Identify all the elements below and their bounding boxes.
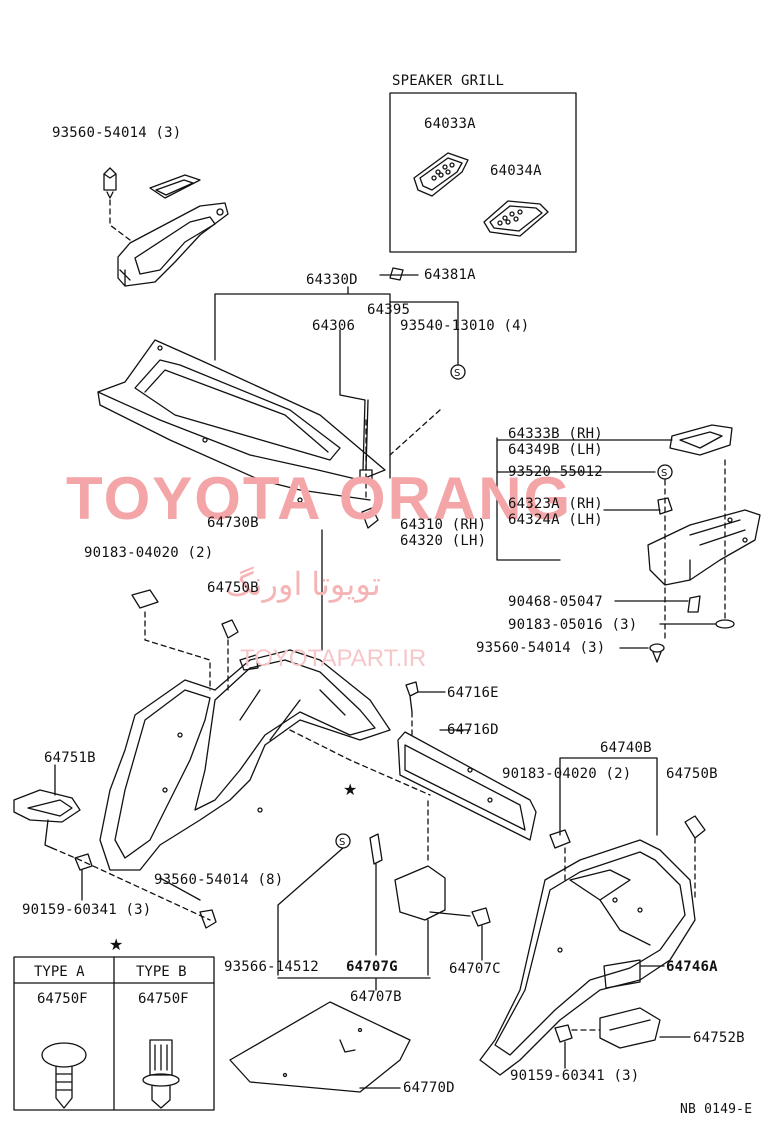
part-label: 90183-05016 (3) <box>508 617 638 633</box>
part-label-64033a: 64033A <box>424 116 476 132</box>
part-label: 64752B <box>693 1030 745 1046</box>
type-a-header: TYPE A <box>34 964 85 980</box>
bracket-64751b <box>13 789 81 849</box>
part-label: 64381A <box>424 267 476 283</box>
part-label: 64716E <box>447 685 499 701</box>
part-label: 64707C <box>449 961 501 977</box>
part-label: 64707G <box>346 959 398 975</box>
footer-code: NB 0149-E <box>680 1102 753 1117</box>
part-label: 93560-54014 (3) <box>476 640 606 656</box>
type-b-part: 64750F <box>138 991 189 1007</box>
part-label: 64716D <box>447 722 499 738</box>
watermark-main: TOYOTA ORANG <box>66 465 573 532</box>
part-label: 64746A <box>666 959 718 975</box>
part-label: 64750B <box>207 580 259 596</box>
panel-64716d <box>397 731 537 841</box>
fastener-type-b <box>142 1039 180 1109</box>
svg-text:S: S <box>661 468 667 479</box>
part-label: 64395 <box>367 302 411 318</box>
part-label: 90183-04020 (2) <box>502 766 632 782</box>
part-label: 64751B <box>44 750 96 766</box>
watermark-url: TOYOTAPART.IR <box>240 645 427 672</box>
part-label: 93566-14512 <box>224 959 319 975</box>
trim-64740b <box>479 839 696 1076</box>
part-label: 64707B <box>350 989 402 1005</box>
speaker-grill-64033a <box>413 152 469 197</box>
part-label: 90468-05047 <box>508 594 603 610</box>
part-label: 64323A (RH) <box>508 496 603 512</box>
part-label: 64330D <box>306 272 358 288</box>
part-label: 93560-54014 (8) <box>154 872 284 888</box>
top-left-bracket <box>103 167 229 287</box>
svg-text:★: ★ <box>109 935 123 954</box>
part-label: 64320 (LH) <box>400 533 487 549</box>
speaker-grill-64034a <box>483 200 549 237</box>
part-label: 64730B <box>207 515 259 531</box>
part-label: 64349B (LH) <box>508 442 603 458</box>
bracket-64310 <box>647 509 761 586</box>
svg-text:S: S <box>454 368 460 379</box>
part-label: 90159-60341 (3) <box>22 902 152 918</box>
part-label: 64333B (RH) <box>508 426 603 442</box>
part-label: 93540-13010 (4) <box>400 318 530 334</box>
trim-64730b <box>99 649 391 871</box>
part-label: 90183-04020 (2) <box>84 545 214 561</box>
svg-text:★: ★ <box>343 780 357 799</box>
type-a-part: 64750F <box>37 991 88 1007</box>
fastener-type-a <box>41 1042 87 1109</box>
part-label: 64310 (RH) <box>400 517 487 533</box>
part-label: 90159-60341 (3) <box>510 1068 640 1084</box>
part-label-64034a: 64034A <box>490 163 542 179</box>
package-tray-64330d <box>97 339 386 503</box>
part-label: 93560-54014 (3) <box>52 125 182 141</box>
part-label: 64324A (LH) <box>508 512 603 528</box>
speaker-grill-box <box>389 92 577 253</box>
part-label: 64770D <box>403 1080 455 1096</box>
part-label: 64740B <box>600 740 652 756</box>
speaker-grill-title: SPEAKER GRILL <box>392 73 505 89</box>
type-b-header: TYPE B <box>136 964 187 980</box>
part-label: 64306 <box>312 318 356 334</box>
part-label: 64750B <box>666 766 718 782</box>
watermark-persian: تویوتا اورنگ <box>225 566 381 602</box>
svg-text:S: S <box>339 837 345 848</box>
part-label: 93520-55012 <box>508 464 603 480</box>
